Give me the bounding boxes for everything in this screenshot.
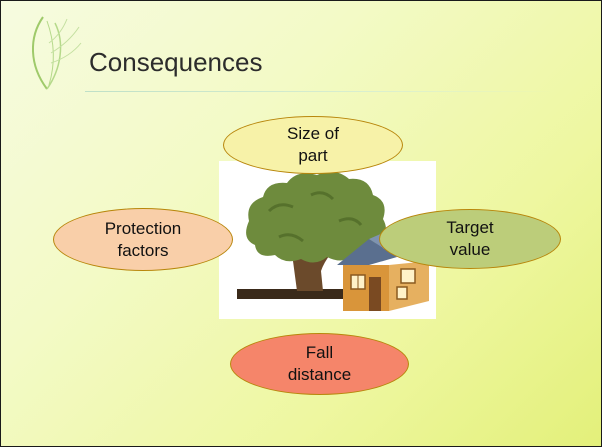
node-target-line-2: value bbox=[449, 240, 491, 259]
node-fall-distance: Fall distance bbox=[230, 333, 409, 395]
tree-icon bbox=[237, 171, 397, 299]
node-protection-factors: Protection factors bbox=[53, 208, 233, 271]
node-size-line-1: Size of bbox=[287, 124, 339, 143]
node-size-of-part: Size of part bbox=[223, 116, 403, 174]
node-target-line-1: Target bbox=[446, 218, 494, 237]
node-fall-line-2: distance bbox=[287, 365, 352, 384]
slide-title: Consequences bbox=[89, 47, 263, 77]
leaf-decoration-icon bbox=[32, 16, 82, 90]
node-target-value: Target value bbox=[379, 209, 561, 269]
node-protection-line-1: Protection bbox=[104, 218, 182, 238]
node-size-line-2: part bbox=[298, 146, 328, 165]
node-fall-line-1: Fall bbox=[305, 343, 334, 362]
title-divider bbox=[85, 91, 555, 92]
node-protection-line-2: factors bbox=[117, 240, 169, 260]
